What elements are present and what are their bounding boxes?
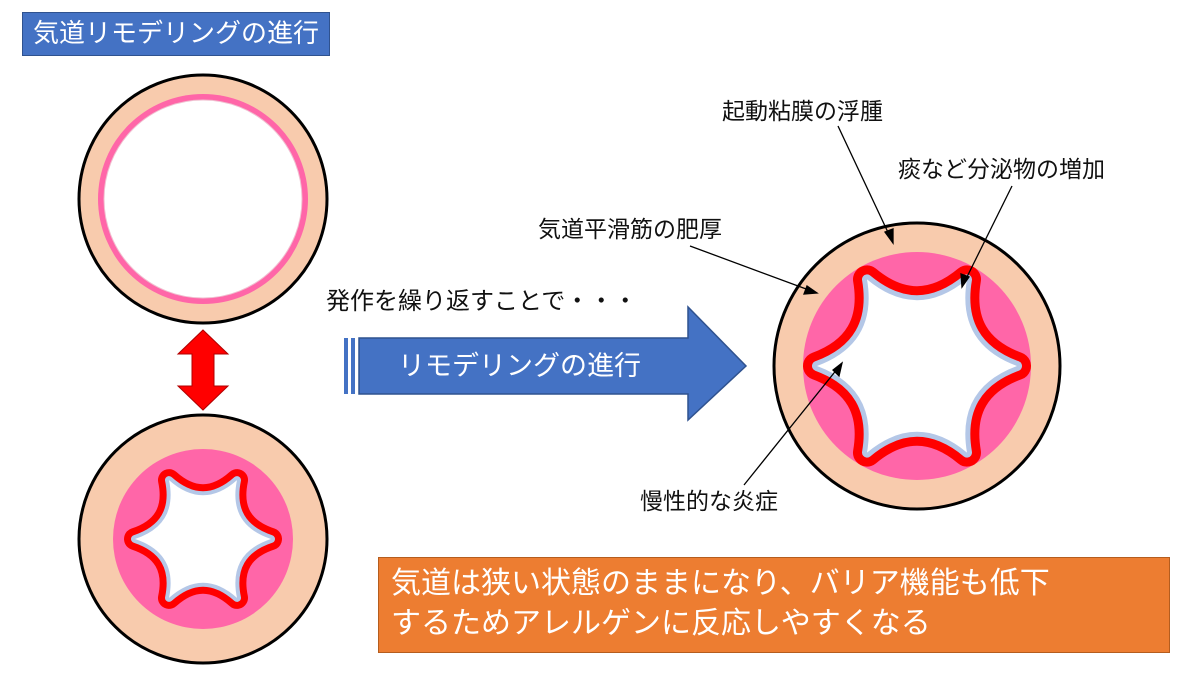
repeat-attacks-text: 発作を繰り返すことで・・・ — [326, 287, 638, 315]
remodeled-airway-large — [772, 221, 1062, 511]
remodeling-arrow — [344, 305, 748, 422]
label-chronic-inflammation: 慢性的な炎症 — [640, 489, 778, 515]
remodeling-arrow-label: リモデリングの進行 — [398, 351, 641, 382]
double-arrow-icon — [176, 329, 230, 411]
remodeled-airway-small — [77, 413, 329, 665]
small-airway-lumen — [124, 469, 282, 609]
lumen-space — [817, 279, 1017, 453]
label-secretion-increase: 痰など分泌物の増加 — [898, 157, 1105, 183]
leader-lines — [689, 125, 1013, 486]
summary-line-1: 気道は狭い状態のままになり、バリア機能も低下 — [391, 566, 1050, 601]
summary-line-2: するためアレルゲンに反応しやすくなる — [391, 606, 931, 641]
label-mucosa-edema: 起動粘膜の浮腫 — [722, 99, 883, 125]
large-airway-lumen — [803, 265, 1031, 467]
page-title: 気道リモデリングの進行 — [22, 12, 331, 56]
lumen-space — [135, 480, 271, 598]
summary-box: 気道は狭い状態のままになり、バリア機能も低下 するためアレルゲンに反応しやすくな… — [378, 557, 1170, 653]
normal-airway — [77, 73, 329, 325]
normal-airway-lumen — [103, 99, 303, 299]
label-smooth-muscle-thickening: 気道平滑筋の肥厚 — [538, 217, 722, 243]
